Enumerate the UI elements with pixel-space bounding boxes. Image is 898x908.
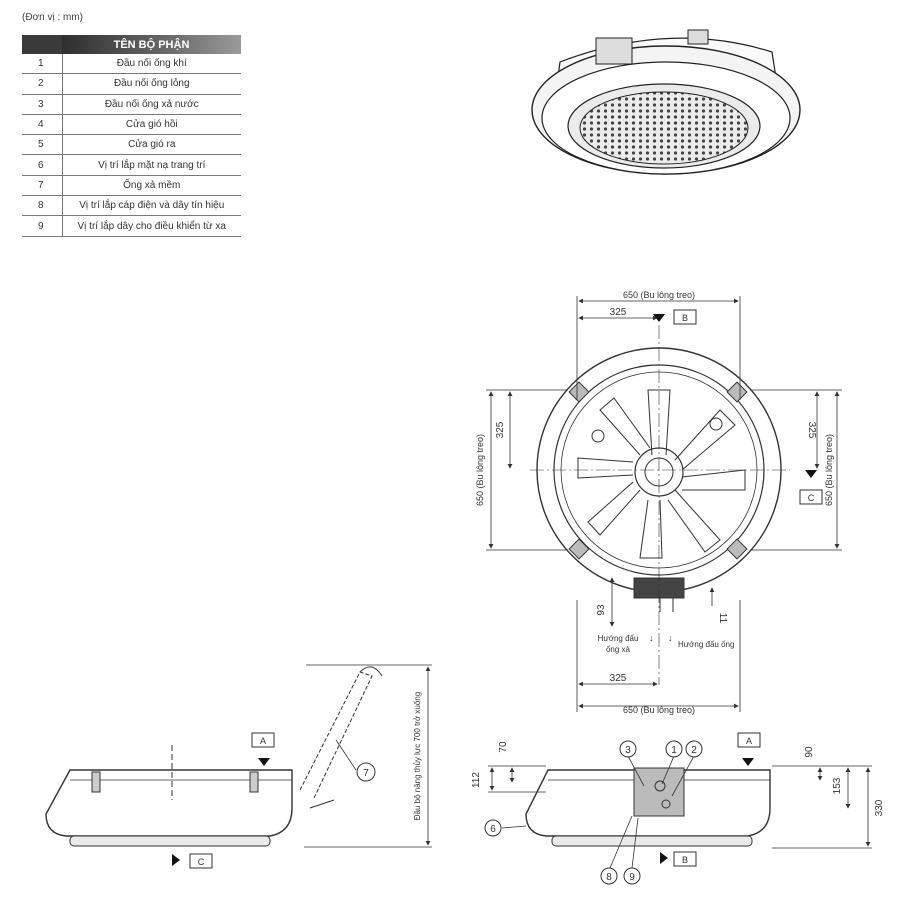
row-name: Ống xả mềm <box>61 175 241 197</box>
callout-circle <box>356 762 376 782</box>
pump-note: Đầu bộ nâng thủy lực 700 trở xuống <box>413 692 422 820</box>
section-B-box <box>673 309 697 325</box>
dim-bottom-total: 650 (Bu lông treo) <box>623 705 695 715</box>
section-B-label: B <box>682 313 688 323</box>
header-num-cell <box>22 35 62 54</box>
side-view-left <box>45 664 432 848</box>
section-B-label: B <box>682 855 688 865</box>
row-name: Đầu nối ống lỏng <box>61 73 241 95</box>
row-num: 4 <box>22 114 62 136</box>
unit-note: (Đơn vị : mm) <box>22 12 83 23</box>
section-A-box <box>251 732 275 748</box>
row-name: Đầu nối ống xả nước <box>61 94 241 115</box>
section-marker-arrow <box>653 314 665 322</box>
callout-2: 2 <box>691 745 697 756</box>
side-view-right <box>488 765 872 849</box>
row-name: Cửa gió hồi <box>61 114 241 136</box>
dim-330: 330 <box>874 799 885 816</box>
callout-1: 1 <box>671 745 677 756</box>
header-name-cell: TÊN BỘ PHẬN <box>62 35 241 54</box>
drain-direction-line2: ống xả <box>606 645 631 654</box>
dim-right-half: 325 <box>806 422 817 439</box>
dim-right-total: 650 (Bu lông treo) <box>824 434 834 506</box>
dim-top-half: 325 <box>610 307 627 318</box>
dim-153: 153 <box>832 777 843 794</box>
row-num: 8 <box>22 195 62 217</box>
row-name: Vị trí lắp dây cho điều khiển từ xa <box>61 215 241 237</box>
section-A-box <box>737 732 761 748</box>
section-marker-arrow <box>258 758 270 766</box>
dim-90: 90 <box>804 746 815 758</box>
top-view-dimensions <box>486 296 842 712</box>
section-marker-arrow <box>660 852 668 864</box>
dim-bottom-half: 325 <box>610 673 627 684</box>
callout-7: 7 <box>363 768 369 779</box>
callout-6: 6 <box>490 824 496 835</box>
row-name: Đầu nối ống khí <box>61 54 241 75</box>
callout-circle <box>665 740 683 758</box>
row-num: 6 <box>22 154 62 176</box>
row-num: 2 <box>22 73 62 95</box>
dim-11: 11 <box>717 613 728 624</box>
drain-direction-line1: Hướng đấu <box>598 634 639 643</box>
parts-table-header: TÊN BỘ PHẬN <box>22 35 241 54</box>
top-view-labels: 650 (Bu lông treo) 325 B 650 (Bu lông tr… <box>475 290 834 715</box>
side-view-right-labels: 70 112 90 153 330 A B 3 1 2 6 8 9 <box>471 732 885 885</box>
callout-circle <box>623 867 641 885</box>
callout-9: 9 <box>629 872 635 883</box>
down-arrow-icon: ↓ <box>668 633 673 643</box>
section-marker-arrow <box>172 854 180 866</box>
section-marker-arrow <box>805 470 817 478</box>
dim-left-total: 650 (Bu lông treo) <box>475 434 485 506</box>
row-name: Cửa gió ra <box>61 134 241 156</box>
row-name: Vị trí lắp mặt nạ trang trí <box>61 154 241 176</box>
callout-3: 3 <box>625 745 631 756</box>
section-C-label: C <box>198 857 205 867</box>
callout-circle <box>685 740 703 758</box>
callout-circle <box>600 867 618 885</box>
down-arrow-icon: ↓ <box>649 633 654 643</box>
section-C-box <box>799 489 823 505</box>
callout-circle <box>484 819 502 837</box>
section-A-label: A <box>260 736 266 746</box>
section-A-label: A <box>746 736 752 746</box>
callout-8: 8 <box>606 872 612 883</box>
section-marker-arrow <box>742 758 754 766</box>
top-view <box>530 325 790 685</box>
section-C-label: C <box>808 493 815 503</box>
row-num: 7 <box>22 175 62 197</box>
section-C-box <box>189 853 213 869</box>
dim-70: 70 <box>498 741 509 753</box>
dim-93: 93 <box>596 604 607 616</box>
pipe-direction: Hướng đấu ống <box>678 640 734 649</box>
row-num: 9 <box>22 215 62 237</box>
section-B-box <box>673 851 697 867</box>
row-name: Vị trí lắp cáp điện và dây tín hiệu <box>61 195 241 217</box>
side-view-left-labels: A C 7 Đầu bộ nâng thủy lực 700 trở xuống <box>172 692 422 869</box>
row-num: 3 <box>22 94 62 115</box>
row-num: 5 <box>22 134 62 156</box>
dim-112: 112 <box>471 772 482 788</box>
unit-3d-illustration <box>531 29 801 175</box>
spokes <box>577 389 746 559</box>
row-num: 1 <box>22 54 62 75</box>
callout-circle <box>619 740 637 758</box>
dim-top-total: 650 (Bu lông treo) <box>623 290 695 300</box>
dim-left-half: 325 <box>495 421 506 438</box>
